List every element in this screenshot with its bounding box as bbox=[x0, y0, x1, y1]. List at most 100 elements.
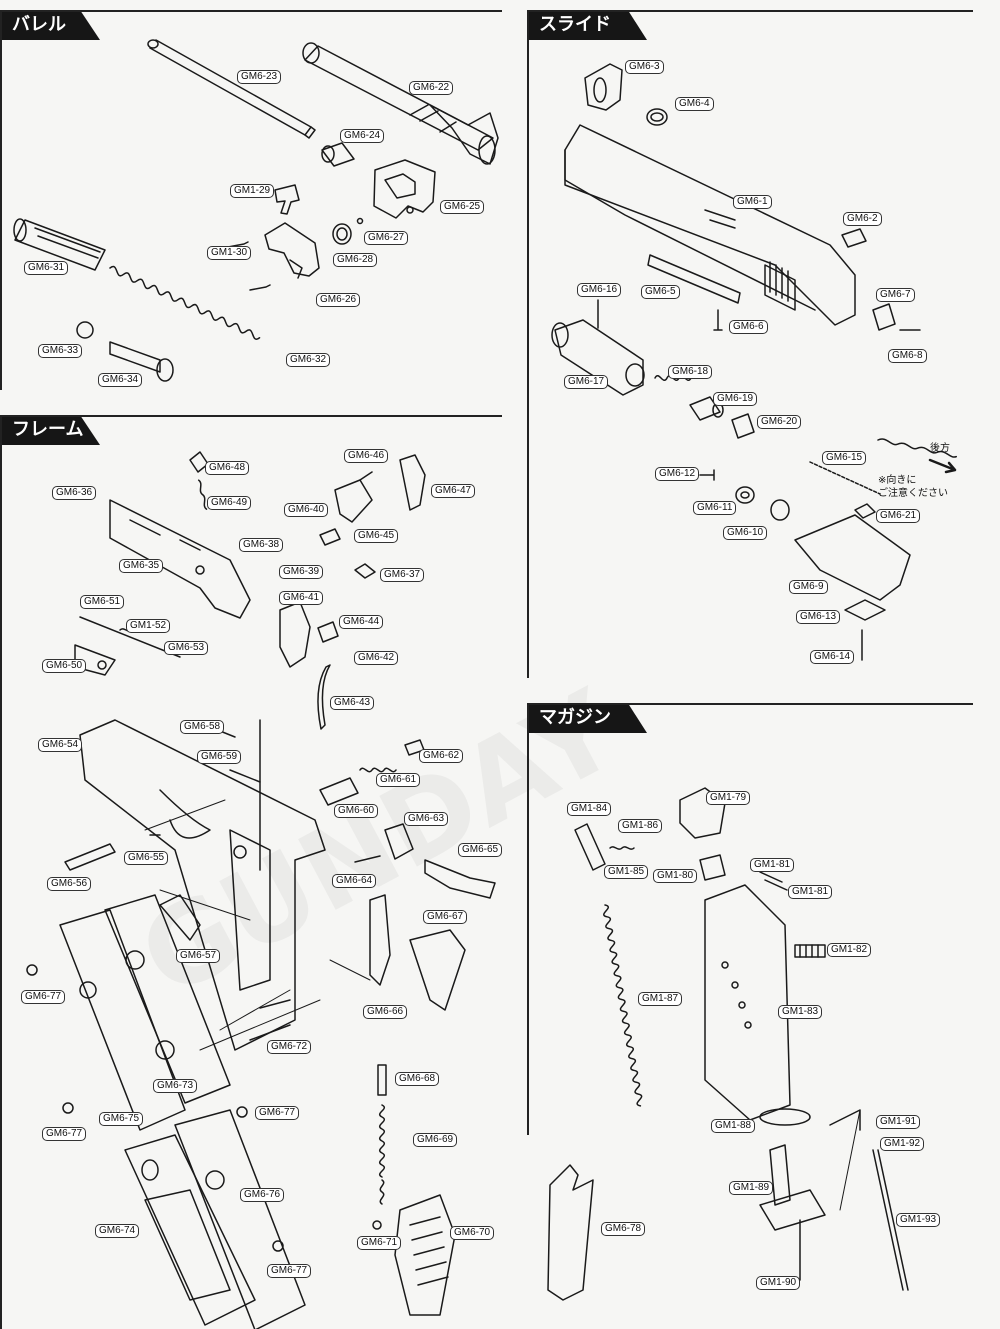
part-label: GM6-62 bbox=[419, 749, 464, 763]
mainspring-cap-part bbox=[377, 1064, 387, 1205]
part-label: GM6-71 bbox=[357, 1236, 402, 1250]
part-label: GM6-31 bbox=[24, 261, 69, 275]
part-label: GM6-35 bbox=[119, 559, 164, 573]
hop-clip-part bbox=[274, 184, 300, 215]
part-label: GM6-32 bbox=[286, 353, 331, 367]
part-label: GM6-73 bbox=[153, 1079, 198, 1093]
part-label: GM6-38 bbox=[239, 538, 284, 552]
part-label: GM1-81 bbox=[750, 858, 795, 872]
follower-part bbox=[574, 823, 635, 871]
firing-pin-stop-part bbox=[872, 303, 921, 331]
recoil-guide-part bbox=[13, 218, 106, 271]
note-caution-2: ご注意ください bbox=[878, 488, 948, 499]
base-plate-part bbox=[759, 1144, 826, 1281]
chamber-bushing-part bbox=[321, 142, 355, 167]
frame-springs-part bbox=[189, 451, 209, 510]
part-label: GM6-69 bbox=[413, 1133, 458, 1147]
part-label: GM6-26 bbox=[316, 293, 361, 307]
part-label: GM6-77 bbox=[267, 1264, 312, 1278]
section-border-frame bbox=[0, 415, 2, 1329]
part-label: GM6-19 bbox=[713, 392, 758, 406]
magazine-catch-part bbox=[354, 823, 414, 863]
part-label: GM6-9 bbox=[789, 580, 828, 594]
slide-rail-part bbox=[647, 254, 741, 304]
blowback-cylinder-part bbox=[731, 413, 755, 439]
part-label: GM6-78 bbox=[601, 1222, 646, 1236]
slide-stop-part bbox=[64, 834, 161, 871]
part-label: GM6-68 bbox=[395, 1072, 440, 1086]
section-border-slide bbox=[527, 10, 529, 678]
leader-lines bbox=[144, 799, 861, 1211]
part-label: GM6-75 bbox=[99, 1112, 144, 1126]
part-label: GM6-66 bbox=[363, 1005, 408, 1019]
hop-rubber-part bbox=[332, 217, 364, 245]
part-label: GM6-21 bbox=[876, 509, 921, 523]
part-label: GM1-85 bbox=[604, 865, 649, 879]
arrow-direction-icon bbox=[928, 458, 957, 474]
part-label: GM1-91 bbox=[876, 1115, 921, 1129]
part-label: GM6-70 bbox=[450, 1226, 495, 1240]
recoil-plug-part bbox=[109, 341, 174, 382]
part-label: GM6-58 bbox=[180, 720, 225, 734]
mainspring-housing-part bbox=[424, 859, 496, 899]
grip-panel-left-part bbox=[59, 894, 231, 1131]
part-label: GM6-25 bbox=[440, 200, 485, 214]
part-label: GM1-88 bbox=[711, 1119, 756, 1133]
grip-safety-part bbox=[409, 929, 466, 1011]
part-label: GM6-77 bbox=[42, 1127, 87, 1141]
part-label: GM1-86 bbox=[618, 819, 663, 833]
inner-barrel-part bbox=[147, 39, 316, 139]
part-label: GM6-40 bbox=[284, 503, 329, 517]
part-label: GM6-47 bbox=[431, 484, 476, 498]
housing-pin-part bbox=[249, 999, 291, 1041]
magazine-tool-part bbox=[547, 1164, 594, 1301]
part-label: GM6-18 bbox=[668, 365, 713, 379]
cylinder-cap-part bbox=[699, 469, 790, 521]
part-label: GM6-6 bbox=[729, 320, 768, 334]
section-border-barrel bbox=[0, 10, 2, 390]
part-label: GM6-4 bbox=[675, 97, 714, 111]
part-label: GM1-83 bbox=[778, 1005, 823, 1019]
part-label: GM6-8 bbox=[888, 349, 927, 363]
part-label: GM6-22 bbox=[409, 81, 454, 95]
part-label: GM1-93 bbox=[896, 1213, 941, 1227]
trigger-assembly-part bbox=[279, 601, 339, 730]
part-label: GM6-17 bbox=[564, 375, 609, 389]
grip-screws-part bbox=[26, 964, 284, 1252]
section-rule-frame bbox=[0, 415, 502, 417]
part-label: GM6-13 bbox=[796, 610, 841, 624]
part-label: GM6-51 bbox=[80, 595, 125, 609]
part-label: GM6-14 bbox=[810, 650, 855, 664]
magazine-lip-part bbox=[679, 787, 788, 891]
trigger-bow-part bbox=[369, 894, 391, 986]
rear-sight-part bbox=[584, 63, 623, 111]
part-label: GM6-63 bbox=[404, 812, 449, 826]
note-direction: 後方 bbox=[930, 443, 950, 454]
part-label: GM6-39 bbox=[279, 565, 324, 579]
part-label: GM1-92 bbox=[880, 1137, 925, 1151]
part-label: GM6-48 bbox=[205, 461, 250, 475]
magazine-body-part bbox=[704, 884, 791, 1121]
part-label: GM6-2 bbox=[843, 212, 882, 226]
part-label: GM6-56 bbox=[47, 877, 92, 891]
frame-lower-part bbox=[79, 719, 326, 1051]
nozzle-housing-part bbox=[551, 319, 645, 396]
part-label: GM6-12 bbox=[655, 467, 700, 481]
magazine-spring-part bbox=[603, 904, 643, 1107]
hop-chamber-part bbox=[373, 159, 436, 219]
part-label: GM6-54 bbox=[38, 738, 83, 752]
frame-top-part bbox=[109, 499, 251, 619]
part-label: GM1-84 bbox=[567, 802, 612, 816]
hammer-part bbox=[334, 471, 373, 523]
part-label: GM1-52 bbox=[126, 619, 171, 633]
part-label: GM1-81 bbox=[788, 885, 833, 899]
part-label: GM6-53 bbox=[164, 641, 209, 655]
section-rule-barrel bbox=[0, 10, 502, 12]
part-label: GM6-33 bbox=[38, 344, 83, 358]
slide-screw-part bbox=[597, 299, 723, 331]
part-label: GM6-34 bbox=[98, 373, 143, 387]
part-label: GM1-90 bbox=[756, 1276, 801, 1290]
part-label: GM6-24 bbox=[340, 129, 385, 143]
front-sight-part bbox=[841, 228, 867, 248]
part-label: GM6-61 bbox=[376, 773, 421, 787]
